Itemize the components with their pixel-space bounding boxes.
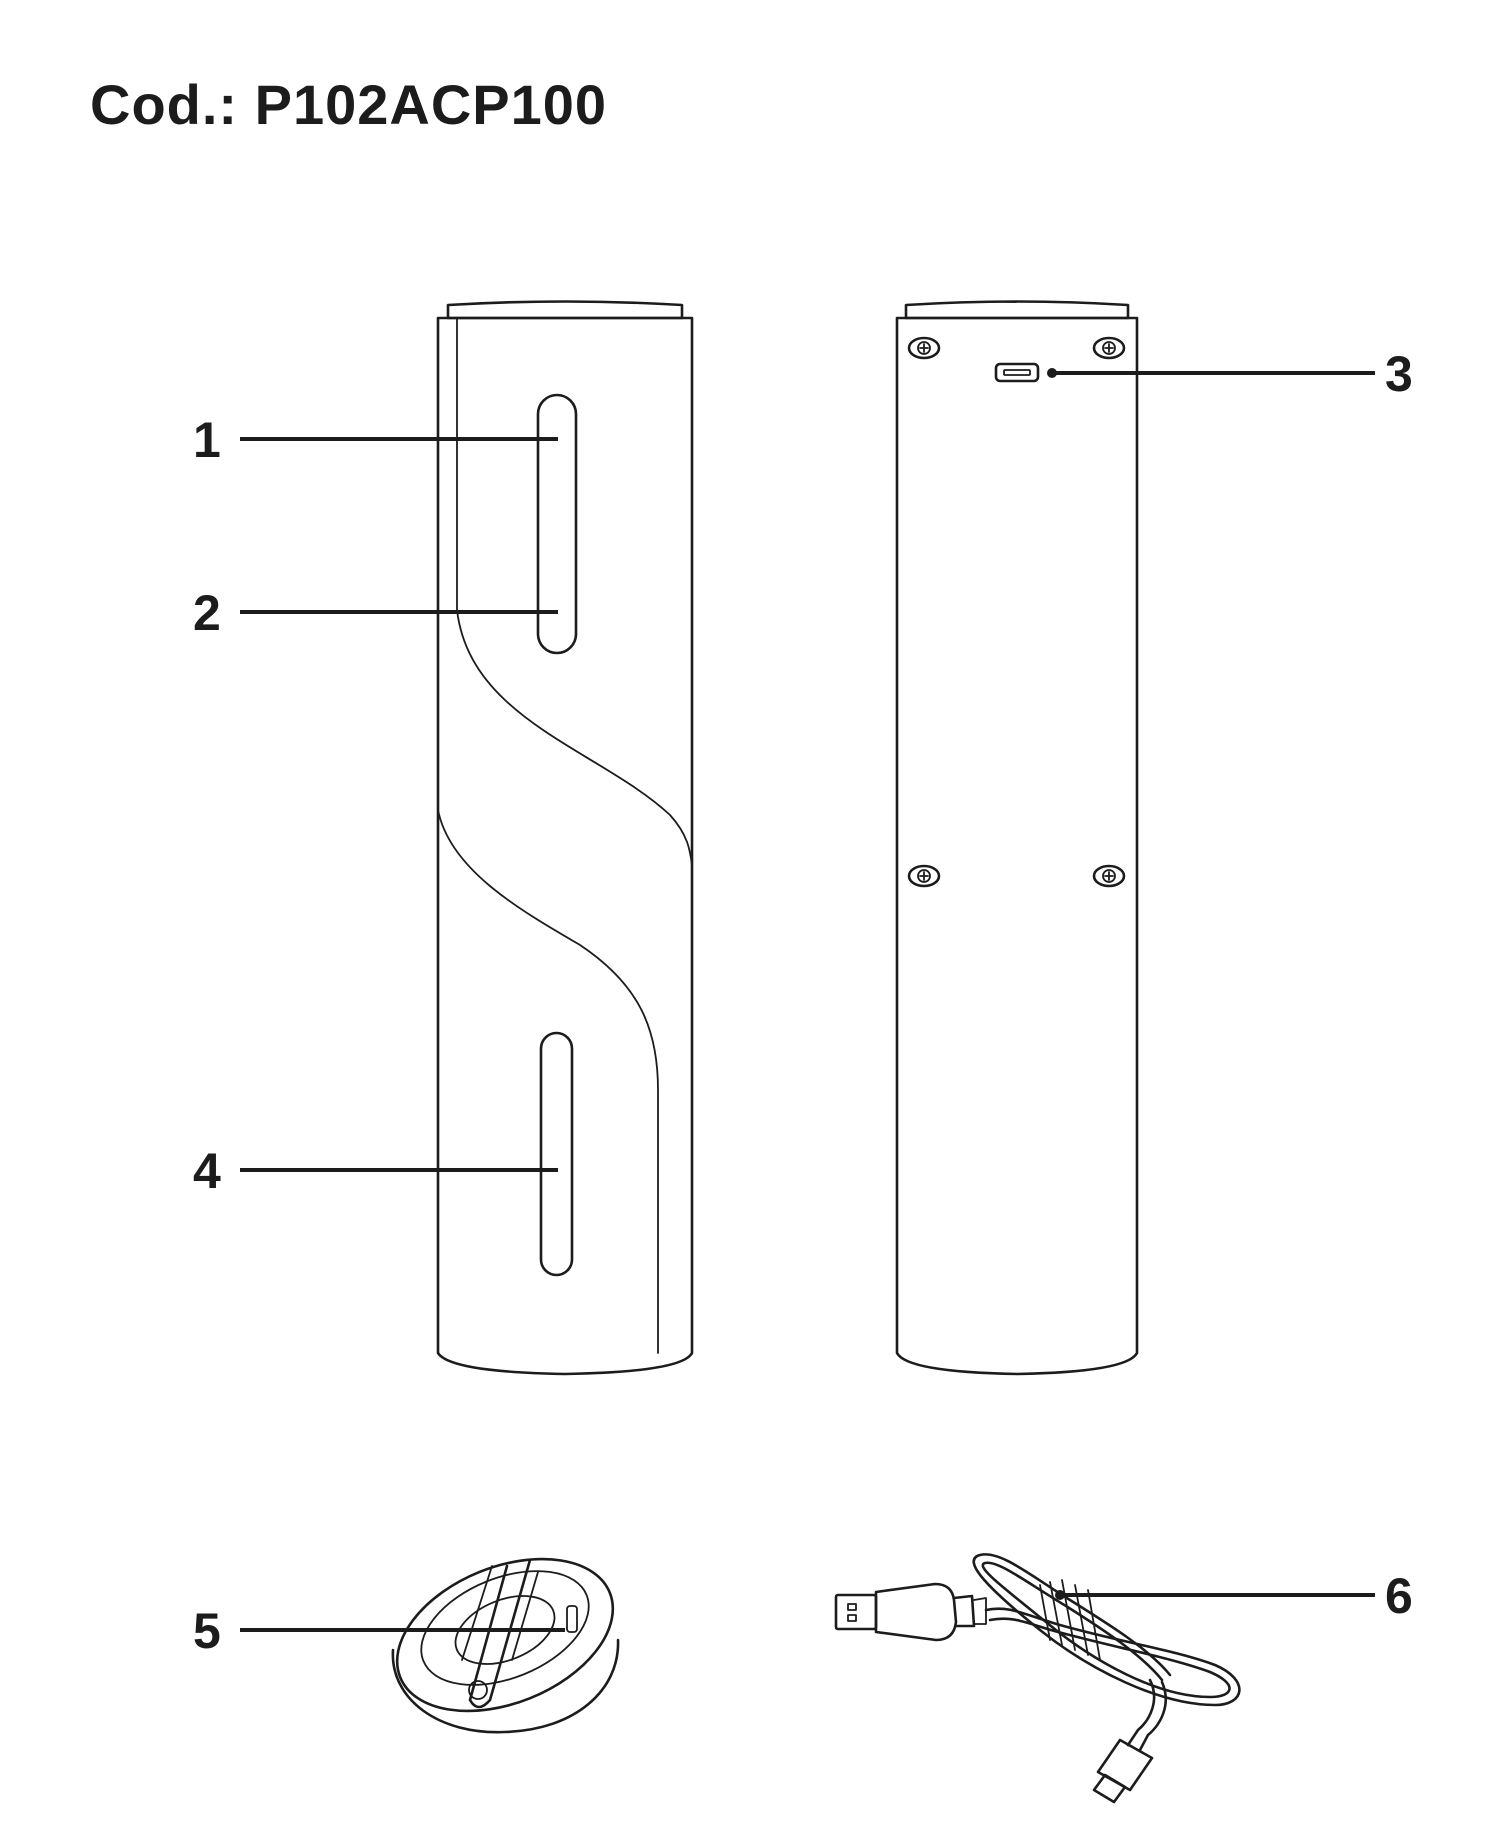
leader-dot-3 — [1047, 368, 1057, 378]
usb-cable — [834, 1553, 1241, 1804]
screw-icon — [1092, 336, 1126, 360]
callout-6: 6 — [1385, 1568, 1413, 1624]
screw-icon — [1092, 864, 1126, 888]
corkscrew-back-view — [895, 300, 1139, 1376]
callout-5: 5 — [193, 1603, 221, 1659]
foil-cutter — [391, 1557, 620, 1734]
callout-2: 2 — [193, 585, 221, 641]
screw-icon — [907, 336, 941, 360]
usb-port-icon — [994, 362, 1040, 383]
callout-3: 3 — [1385, 346, 1413, 402]
screw-icon — [907, 864, 941, 888]
product-code-title: Cod.: P102ACP100 — [90, 73, 608, 136]
callout-1: 1 — [193, 412, 221, 468]
corkscrew-front-view — [436, 300, 694, 1376]
leader-dot-6 — [1055, 1590, 1065, 1600]
callout-4: 4 — [193, 1143, 221, 1199]
